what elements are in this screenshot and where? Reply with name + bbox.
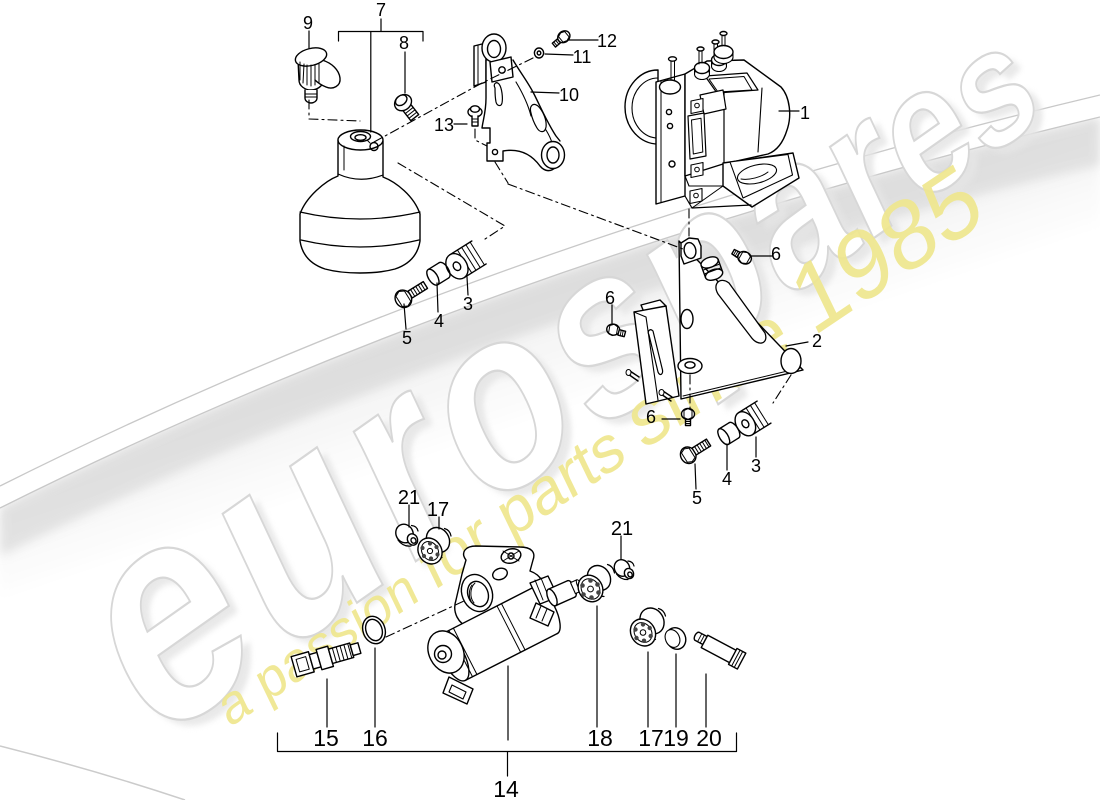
svg-text:9: 9 <box>303 13 313 33</box>
svg-text:10: 10 <box>559 85 579 105</box>
svg-text:3: 3 <box>463 294 473 314</box>
svg-text:12: 12 <box>597 31 617 51</box>
svg-text:17: 17 <box>638 725 664 751</box>
svg-text:8: 8 <box>399 33 409 53</box>
svg-text:2: 2 <box>812 331 822 351</box>
svg-text:21: 21 <box>398 487 420 509</box>
svg-text:13: 13 <box>434 115 454 135</box>
svg-text:15: 15 <box>313 725 339 751</box>
svg-text:5: 5 <box>402 328 412 348</box>
svg-text:6: 6 <box>605 288 615 308</box>
svg-text:18: 18 <box>587 725 613 751</box>
svg-text:17: 17 <box>427 499 449 521</box>
svg-text:20: 20 <box>696 725 722 751</box>
svg-text:21: 21 <box>611 518 633 540</box>
svg-text:11: 11 <box>573 47 592 67</box>
svg-text:16: 16 <box>362 725 388 751</box>
svg-text:3: 3 <box>751 456 761 476</box>
svg-text:6: 6 <box>646 407 656 427</box>
svg-text:7: 7 <box>376 0 386 20</box>
svg-text:6: 6 <box>771 244 781 264</box>
svg-text:4: 4 <box>434 311 444 331</box>
svg-text:5: 5 <box>692 488 702 508</box>
svg-text:1: 1 <box>800 103 810 123</box>
svg-text:19: 19 <box>663 725 689 751</box>
svg-text:4: 4 <box>722 469 732 489</box>
svg-text:14: 14 <box>493 776 519 800</box>
